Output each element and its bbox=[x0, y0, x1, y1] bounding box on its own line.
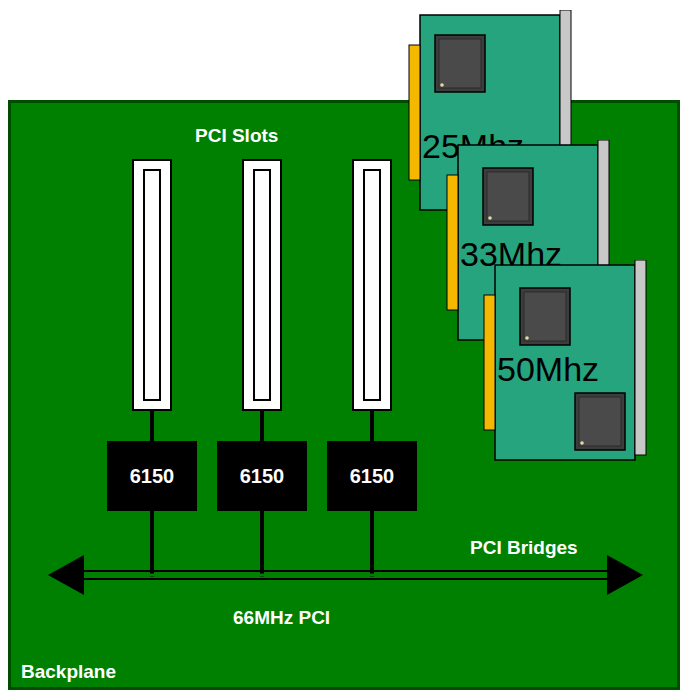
diagram-label: 66MHz PCI bbox=[233, 607, 330, 629]
node-text: 6150 bbox=[350, 465, 395, 488]
bus-wire bbox=[260, 508, 264, 577]
slot-wire bbox=[150, 408, 154, 443]
pci-slot bbox=[353, 160, 391, 410]
pci-bus-line bbox=[78, 574, 613, 576]
pci-slot bbox=[133, 160, 171, 410]
ic-chip bbox=[483, 168, 533, 225]
slot-opening bbox=[254, 170, 270, 400]
pci-bus-line bbox=[78, 578, 613, 580]
ic-chip bbox=[435, 35, 485, 92]
node-text: Backplane bbox=[21, 661, 116, 683]
slot-opening bbox=[364, 170, 380, 400]
bus-wire bbox=[150, 508, 154, 577]
node-text: 6150 bbox=[130, 465, 175, 488]
edge-connector bbox=[484, 295, 495, 430]
ic-chip-face bbox=[487, 172, 529, 221]
node-text: 50Mhz bbox=[497, 350, 599, 388]
pci-slot bbox=[243, 160, 281, 410]
slot-wire bbox=[260, 408, 264, 443]
diagram-label: PCI Slots bbox=[195, 125, 278, 147]
card-bracket bbox=[635, 260, 646, 455]
ic-chip-face bbox=[579, 397, 621, 446]
pin1-dot bbox=[525, 336, 529, 340]
ic-chip-face bbox=[524, 292, 566, 341]
ic-chip-face bbox=[439, 39, 481, 88]
diagram-label: PCI Bridges bbox=[470, 537, 578, 559]
pci-bus-gap bbox=[78, 574, 613, 577]
pci-bridge-chip: 6150 bbox=[107, 441, 197, 511]
edge-connector bbox=[409, 45, 420, 180]
pci-bus-line bbox=[78, 570, 613, 572]
pci-bridge-chip: 6150 bbox=[327, 441, 417, 511]
edge-connector bbox=[447, 175, 458, 310]
bus-wire bbox=[370, 508, 374, 577]
bus-arrowhead bbox=[607, 555, 643, 595]
pin1-dot bbox=[488, 216, 492, 220]
pin1-dot bbox=[440, 83, 444, 87]
ic-chip bbox=[520, 288, 570, 345]
node-text: 6150 bbox=[240, 465, 285, 488]
bus-arrowhead bbox=[48, 555, 84, 595]
card-board bbox=[495, 265, 635, 460]
pci-bridge-chip: 6150 bbox=[217, 441, 307, 511]
slot-wire bbox=[370, 408, 374, 443]
pci-card: 50Mhz bbox=[483, 260, 647, 465]
slot-opening bbox=[144, 170, 160, 400]
ic-chip bbox=[575, 393, 625, 450]
pin1-dot bbox=[580, 441, 584, 445]
